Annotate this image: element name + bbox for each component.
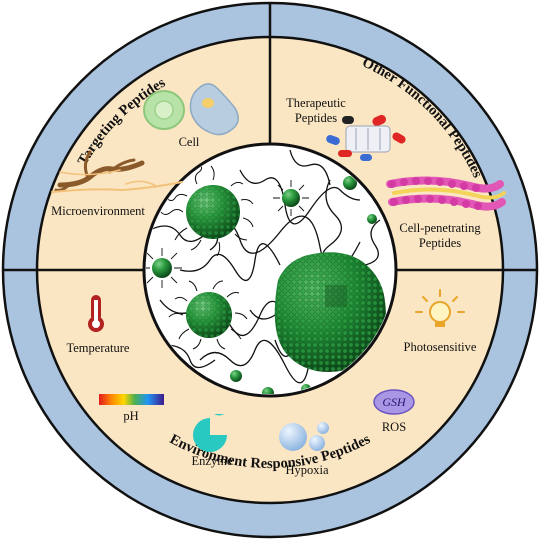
hypoxia-bubbles-icon [279,422,329,451]
label-ph: pH [123,409,138,423]
small-nanoparticles [146,161,377,394]
gsh-ros-icon: GSH [373,389,415,415]
label-enzyme: Enzyme [192,454,233,468]
cell-penetrating-peptide-icon [386,176,506,211]
label-ros: ROS [382,420,406,434]
ph-scale-icon [99,394,164,405]
gsh-text: GSH [382,395,407,409]
large-nanoparticle [274,252,386,372]
enzyme-icon [193,414,227,452]
photosensitive-bulb-icon [415,289,465,327]
label-cpp-line1: Cell-penetrating [399,221,481,235]
therapeutic-peptide-icon [326,114,406,161]
label-cpp-line2: Peptides [419,236,461,250]
cell-icon [143,83,239,136]
label-therapeutic-line1: Therapeutic [286,96,346,110]
label-hypoxia: Hypoxia [285,463,329,477]
label-microenvironment: Microenvironment [51,204,145,218]
label-photosensitive: Photosensitive [404,340,477,354]
label-cell: Cell [179,135,200,149]
microenvironment-icon [51,150,183,193]
nanoparticle-center [142,142,398,398]
thermometer-icon [88,295,104,332]
label-therapeutic-line2: Peptides [295,111,337,125]
label-temperature: Temperature [67,341,130,355]
